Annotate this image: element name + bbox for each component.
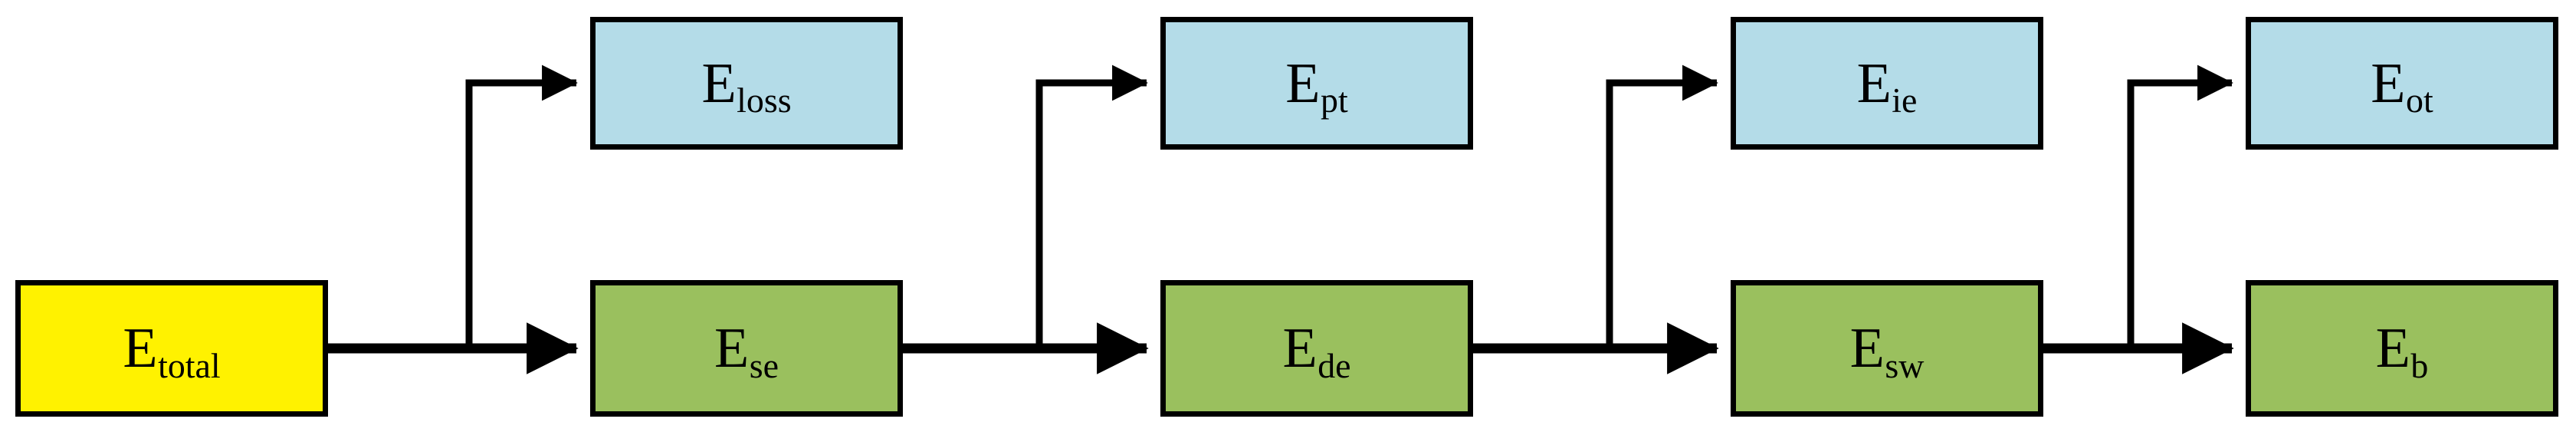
edge-sw-to-ot — [2127, 64, 2233, 348]
node-e-se[interactable]: Ese — [590, 280, 903, 417]
node-e-b-label: Eb — [2375, 317, 2429, 385]
node-e-ie-label: Eie — [1856, 51, 1918, 120]
node-e-total[interactable]: Etotal — [15, 280, 328, 417]
node-e-se-label: Ese — [714, 317, 779, 385]
edge-se-to-pt — [1035, 64, 1148, 348]
node-e-loss[interactable]: Eloss — [590, 17, 903, 150]
node-e-total-label: Etotal — [123, 317, 221, 385]
node-e-ot-label: Eot — [2371, 51, 2433, 120]
node-e-pt[interactable]: Ept — [1160, 17, 1473, 150]
node-e-ie[interactable]: Eie — [1731, 17, 2043, 150]
edge-de-to-ie — [1606, 64, 1718, 348]
node-e-de[interactable]: Ede — [1160, 280, 1473, 417]
edge-total-to-loss — [465, 64, 578, 348]
node-e-de-label: Ede — [1282, 317, 1351, 385]
node-e-sw[interactable]: Esw — [1731, 280, 2043, 417]
node-e-ot[interactable]: Eot — [2246, 17, 2558, 150]
node-e-pt-label: Ept — [1285, 51, 1348, 120]
node-e-loss-label: Eloss — [701, 51, 792, 120]
node-e-sw-label: Esw — [1849, 317, 1925, 385]
node-e-b[interactable]: Eb — [2246, 280, 2558, 417]
